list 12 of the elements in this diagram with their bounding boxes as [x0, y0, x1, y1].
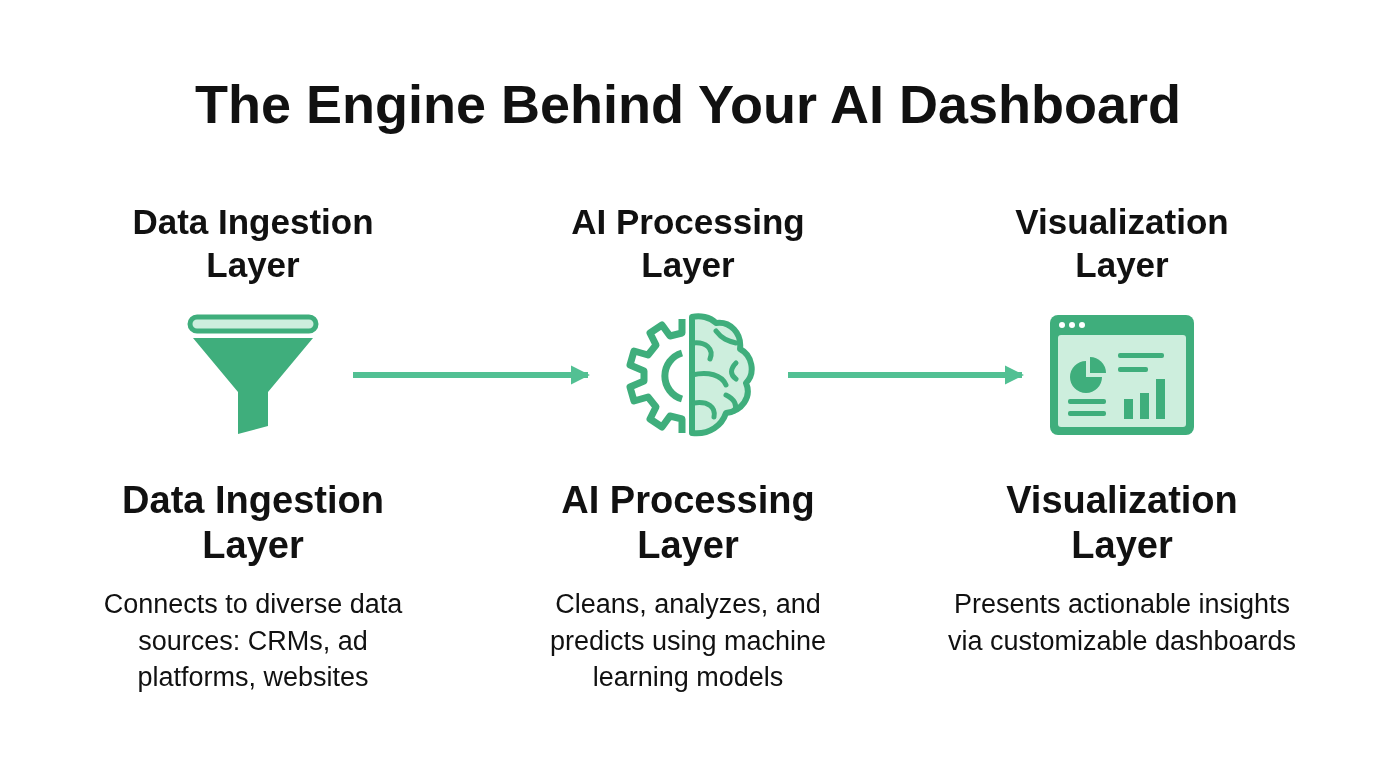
arrow — [353, 365, 590, 385]
layer-heading: Visualization Layer — [1014, 201, 1230, 286]
title: The Engine Behind Your AI Dashboard — [194, 73, 1182, 136]
layer-heading: AI Processing Layer — [570, 201, 806, 286]
layer-description: Cleans, analyzes, and predicts using machine learning models — [548, 588, 828, 694]
layer-title: Data Ingestion Layer — [121, 478, 385, 568]
layer-heading: Data Ingestion Layer — [131, 201, 375, 286]
layer-title: AI Processing Layer — [560, 478, 816, 568]
layer-description: Connects to diverse data sources: CRMs, ad platforms, websites — [102, 588, 404, 694]
arrow — [788, 365, 1024, 385]
layer-description: Presents actionable insights via customizable dashboards — [947, 588, 1297, 658]
layer-title: Visualization Layer — [1005, 478, 1239, 568]
